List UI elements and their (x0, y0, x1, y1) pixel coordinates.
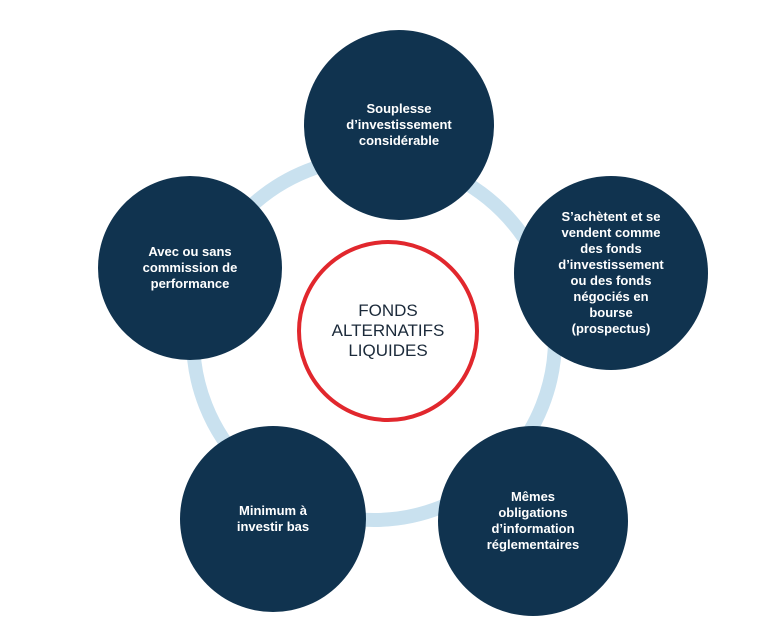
node-label: S’achètent et sevendent commedes fondsd’… (558, 209, 664, 336)
center-label: FONDSALTERNATIFSLIQUIDES (331, 301, 445, 360)
node-achat-vente: S’achètent et sevendent commedes fondsd’… (514, 176, 708, 370)
node-obligations: Mêmesobligationsd’informationréglementai… (438, 426, 628, 616)
node-label: Minimum àinvestir bas (236, 503, 310, 534)
node-commission: Avec ou sanscommission deperformance (98, 176, 282, 360)
node-label: Souplessed’investissementconsidérable (346, 101, 452, 148)
node-label: Mêmesobligationsd’informationréglementai… (486, 489, 580, 552)
node-souplesse: Souplessed’investissementconsidérable (304, 30, 494, 220)
node-minimum: Minimum àinvestir bas (180, 426, 366, 612)
node-label: Avec ou sanscommission deperformance (142, 244, 238, 291)
center-circle: FONDSALTERNATIFSLIQUIDES (297, 240, 479, 422)
